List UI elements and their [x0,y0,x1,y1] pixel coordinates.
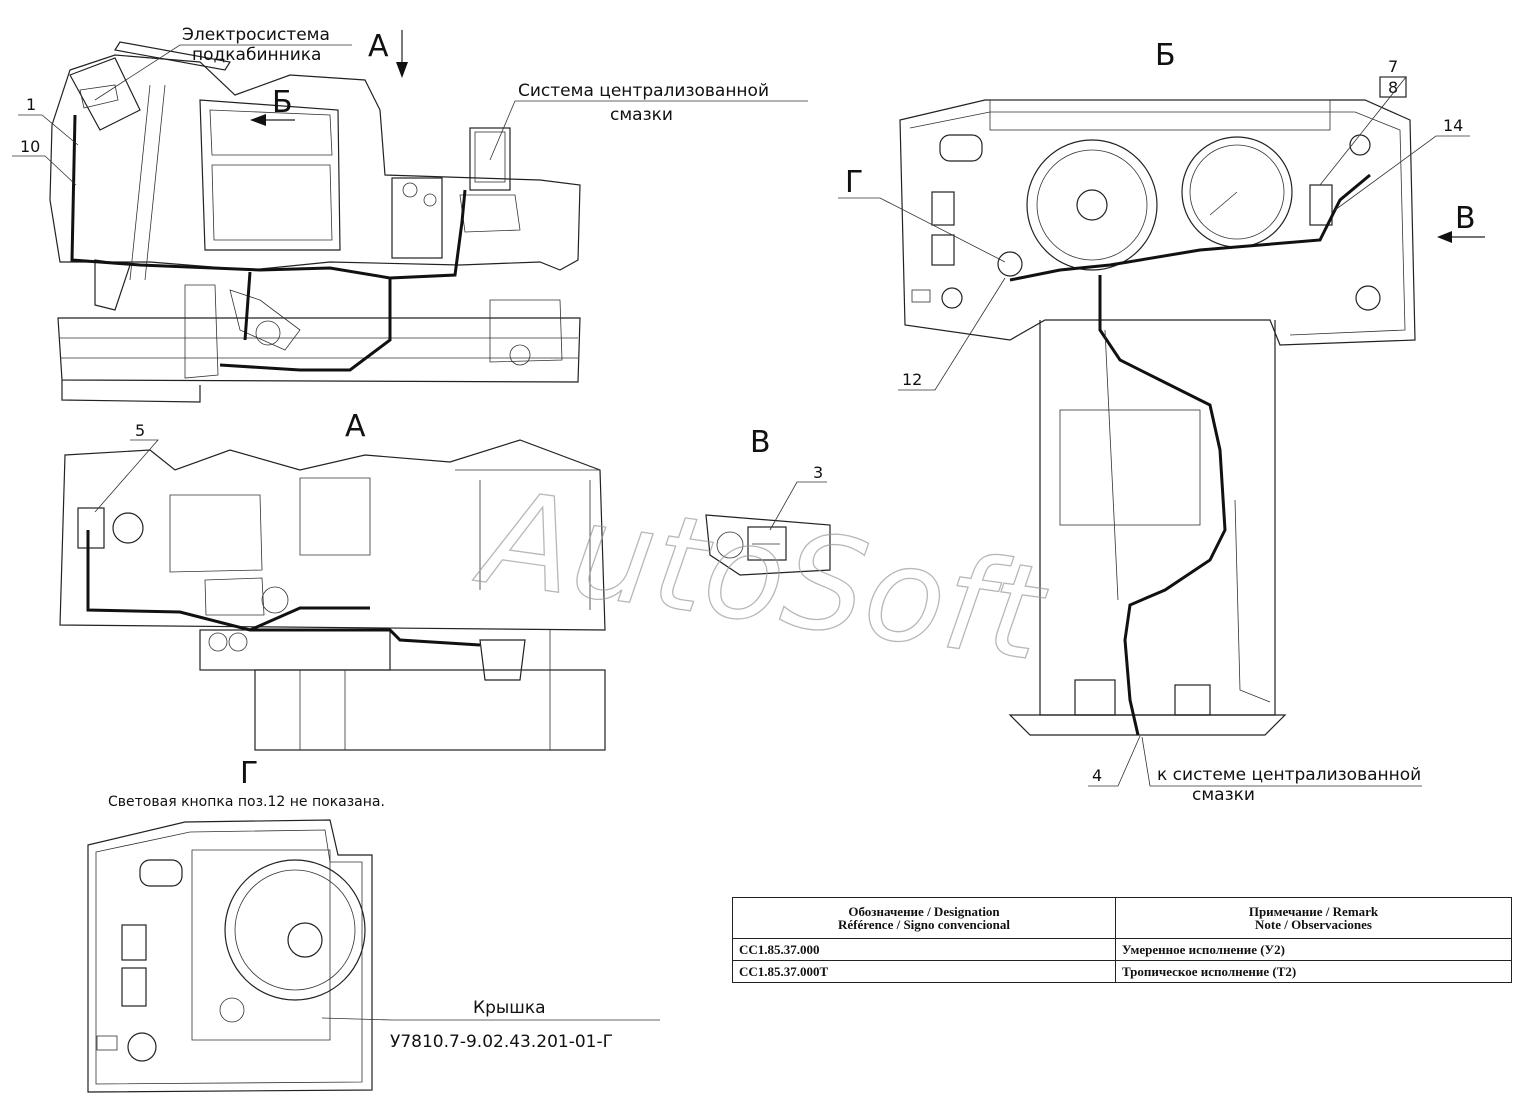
view-a-title: А [345,409,366,444]
cell-remark: Умеренное исполнение (У2) [1115,938,1512,961]
view-v-drawing [705,514,831,576]
view-b-title: Б [1155,38,1176,73]
view-arrow-b-label: Б [272,85,293,120]
position-1: 1 [26,95,36,114]
view-arrow-v-label: В [1455,201,1476,236]
position-3: 3 [813,463,823,482]
view-g-title: Г [240,756,258,791]
cover-code: У7810.7-9.02.43.201-01-Г [390,1032,613,1052]
header-remark: Примечание / Remark Note / Observaciones [1115,897,1512,939]
cell-remark: Тропическое исполнение (Т2) [1115,960,1512,983]
spec-table-header: Обозначение / Designation Référence / Si… [732,897,1512,939]
table-row: СС1.85.37.000Т Тропическое исполнение (Т… [732,960,1512,983]
header-designation-line2: Référence / Signo convencional [838,917,1010,932]
header-remark-line2: Note / Observaciones [1255,917,1372,932]
position-5: 5 [135,421,145,440]
view-v-title: В [750,425,771,460]
callout-elec-line1: Электросистема [182,25,330,45]
spec-table: Обозначение / Designation Référence / Si… [732,897,1512,983]
callout-lube-line2: смазки [610,105,673,125]
cell-designation: СС1.85.37.000Т [732,960,1116,983]
position-10: 10 [20,137,40,156]
watermark: AutoSoft [468,460,1055,690]
view-g-drawing [87,819,373,1093]
header-remark-line1: Примечание / Remark [1248,904,1379,919]
callout-lube-line1: Система централизованной [518,81,769,101]
position-12: 12 [902,370,922,389]
header-designation: Обозначение / Designation Référence / Si… [732,897,1116,939]
table-row: СС1.85.37.000 Умеренное исполнение (У2) [732,938,1512,961]
cover-title: Крышка [473,998,546,1018]
view-g-note: Световая кнопка поз.12 не показана. [108,794,385,810]
callout-g: Г [845,165,863,200]
position-7: 7 [1388,57,1398,76]
view-a-drawing [59,439,606,751]
header-designation-line1: Обозначение / Designation [848,904,1000,919]
view-arrow-a-label: А [368,29,389,64]
callout-elec-line2: подкабинника [192,45,321,65]
position-4: 4 [1092,766,1102,785]
side-view-drawing [49,41,581,403]
callout-to-lube-line2: смазки [1192,785,1255,805]
position-14: 14 [1443,116,1463,135]
view-b-drawing [899,99,1416,736]
cell-designation: СС1.85.37.000 [732,938,1116,961]
callout-to-lube-line1: к системе централизованной [1157,765,1421,785]
position-8: 8 [1388,78,1398,97]
